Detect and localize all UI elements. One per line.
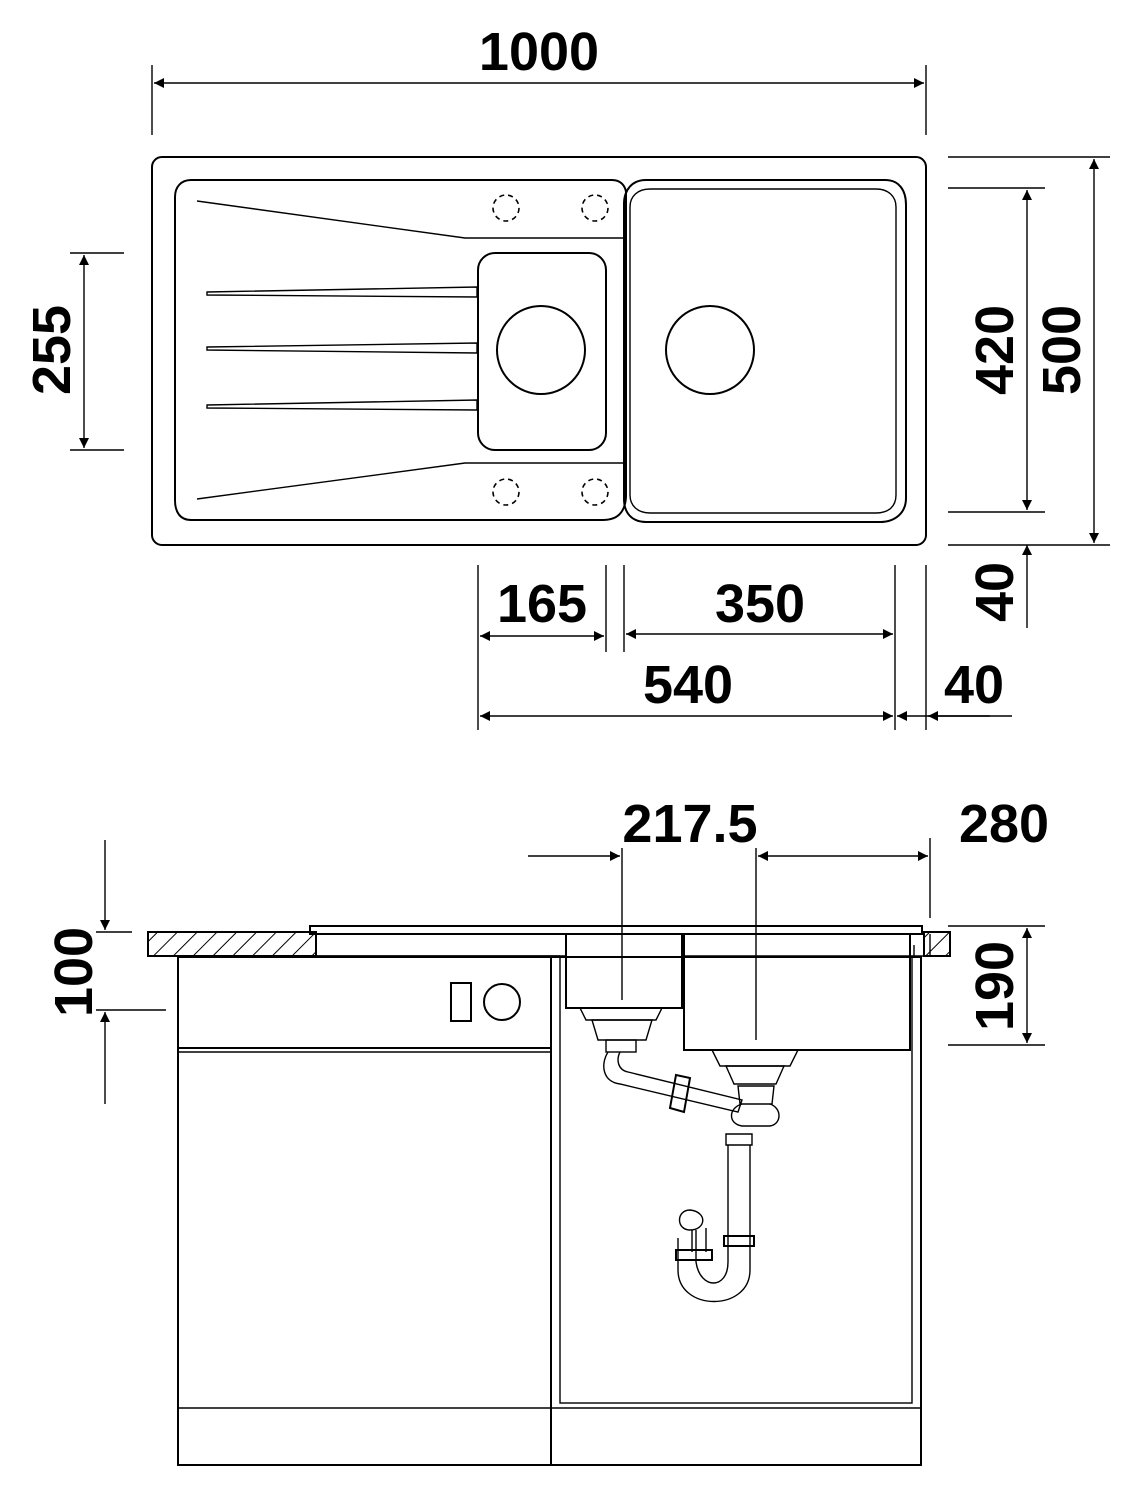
front-view-dimensions: 217.5 280 100 190 [44, 794, 1049, 1104]
sink-outline [151, 156, 927, 546]
small-bowl-side [565, 933, 683, 1009]
top-view [151, 156, 927, 546]
dim-large-bowl-height: 420 [965, 305, 1025, 395]
dim-bowls-span: 540 [643, 655, 733, 715]
dim-overall-depth: 500 [1032, 305, 1092, 395]
trap-outlet [678, 1209, 704, 1231]
large-bowl-side [683, 933, 911, 1051]
trap-body [737, 1085, 775, 1105]
cabinet-left [177, 956, 552, 1466]
drainer-rib-2 [206, 342, 478, 354]
sink-top-plate [309, 925, 923, 935]
large-bowl-inner [629, 188, 897, 514]
sink-top-rim [315, 934, 931, 957]
countertop-section-right [923, 931, 951, 957]
connecting-pipe [603, 1051, 743, 1113]
large-bowl-strainer [710, 1049, 800, 1067]
dim-large-bowl-width: 350 [715, 574, 805, 634]
appliance-knob [483, 983, 521, 1021]
trap-nut-2 [675, 1249, 713, 1261]
small-bowl-strainer [578, 1007, 664, 1021]
drainer-groove-bottom [196, 462, 626, 500]
tap-hole-icon [581, 194, 609, 222]
tap-hole-icon [581, 478, 609, 506]
trap-nut-1 [723, 1235, 755, 1247]
dim-cabinet-top-height: 100 [44, 927, 104, 1017]
countertop-section-left [147, 931, 317, 957]
small-bowl-drain [496, 305, 586, 395]
dim-drain-to-edge: 280 [959, 794, 1049, 854]
drainer-rib-1 [206, 286, 478, 298]
drainer-groove-top [196, 200, 626, 239]
dim-right-margin: 40 [944, 655, 1004, 715]
dim-overall-width: 1000 [479, 22, 599, 82]
trap-vertical-pipe [677, 1145, 751, 1303]
dim-bowl-depth: 190 [965, 941, 1025, 1031]
dim-small-bowl-width: 165 [497, 574, 587, 634]
drainer-outline [174, 179, 627, 521]
tap-hole-icon [492, 194, 520, 222]
large-bowl-rim [623, 179, 907, 523]
small-bowl [477, 252, 607, 451]
dim-bottom-margin: 40 [965, 562, 1025, 622]
appliance-display [450, 982, 472, 1022]
cabinet-right [550, 956, 922, 1466]
tap-hole-icon [492, 478, 520, 506]
drainer-rib-3 [206, 399, 478, 411]
dim-drain-offset: 217.5 [622, 794, 757, 854]
top-view-dimensions: 1000 255 420 500 40 165 350 540 [22, 22, 1110, 730]
front-view [147, 848, 951, 1466]
pipe-coupling [668, 1073, 692, 1114]
large-bowl-drain [665, 305, 755, 395]
cabinet-right-inner [559, 956, 913, 1404]
dim-small-bowl-height: 255 [22, 305, 82, 395]
